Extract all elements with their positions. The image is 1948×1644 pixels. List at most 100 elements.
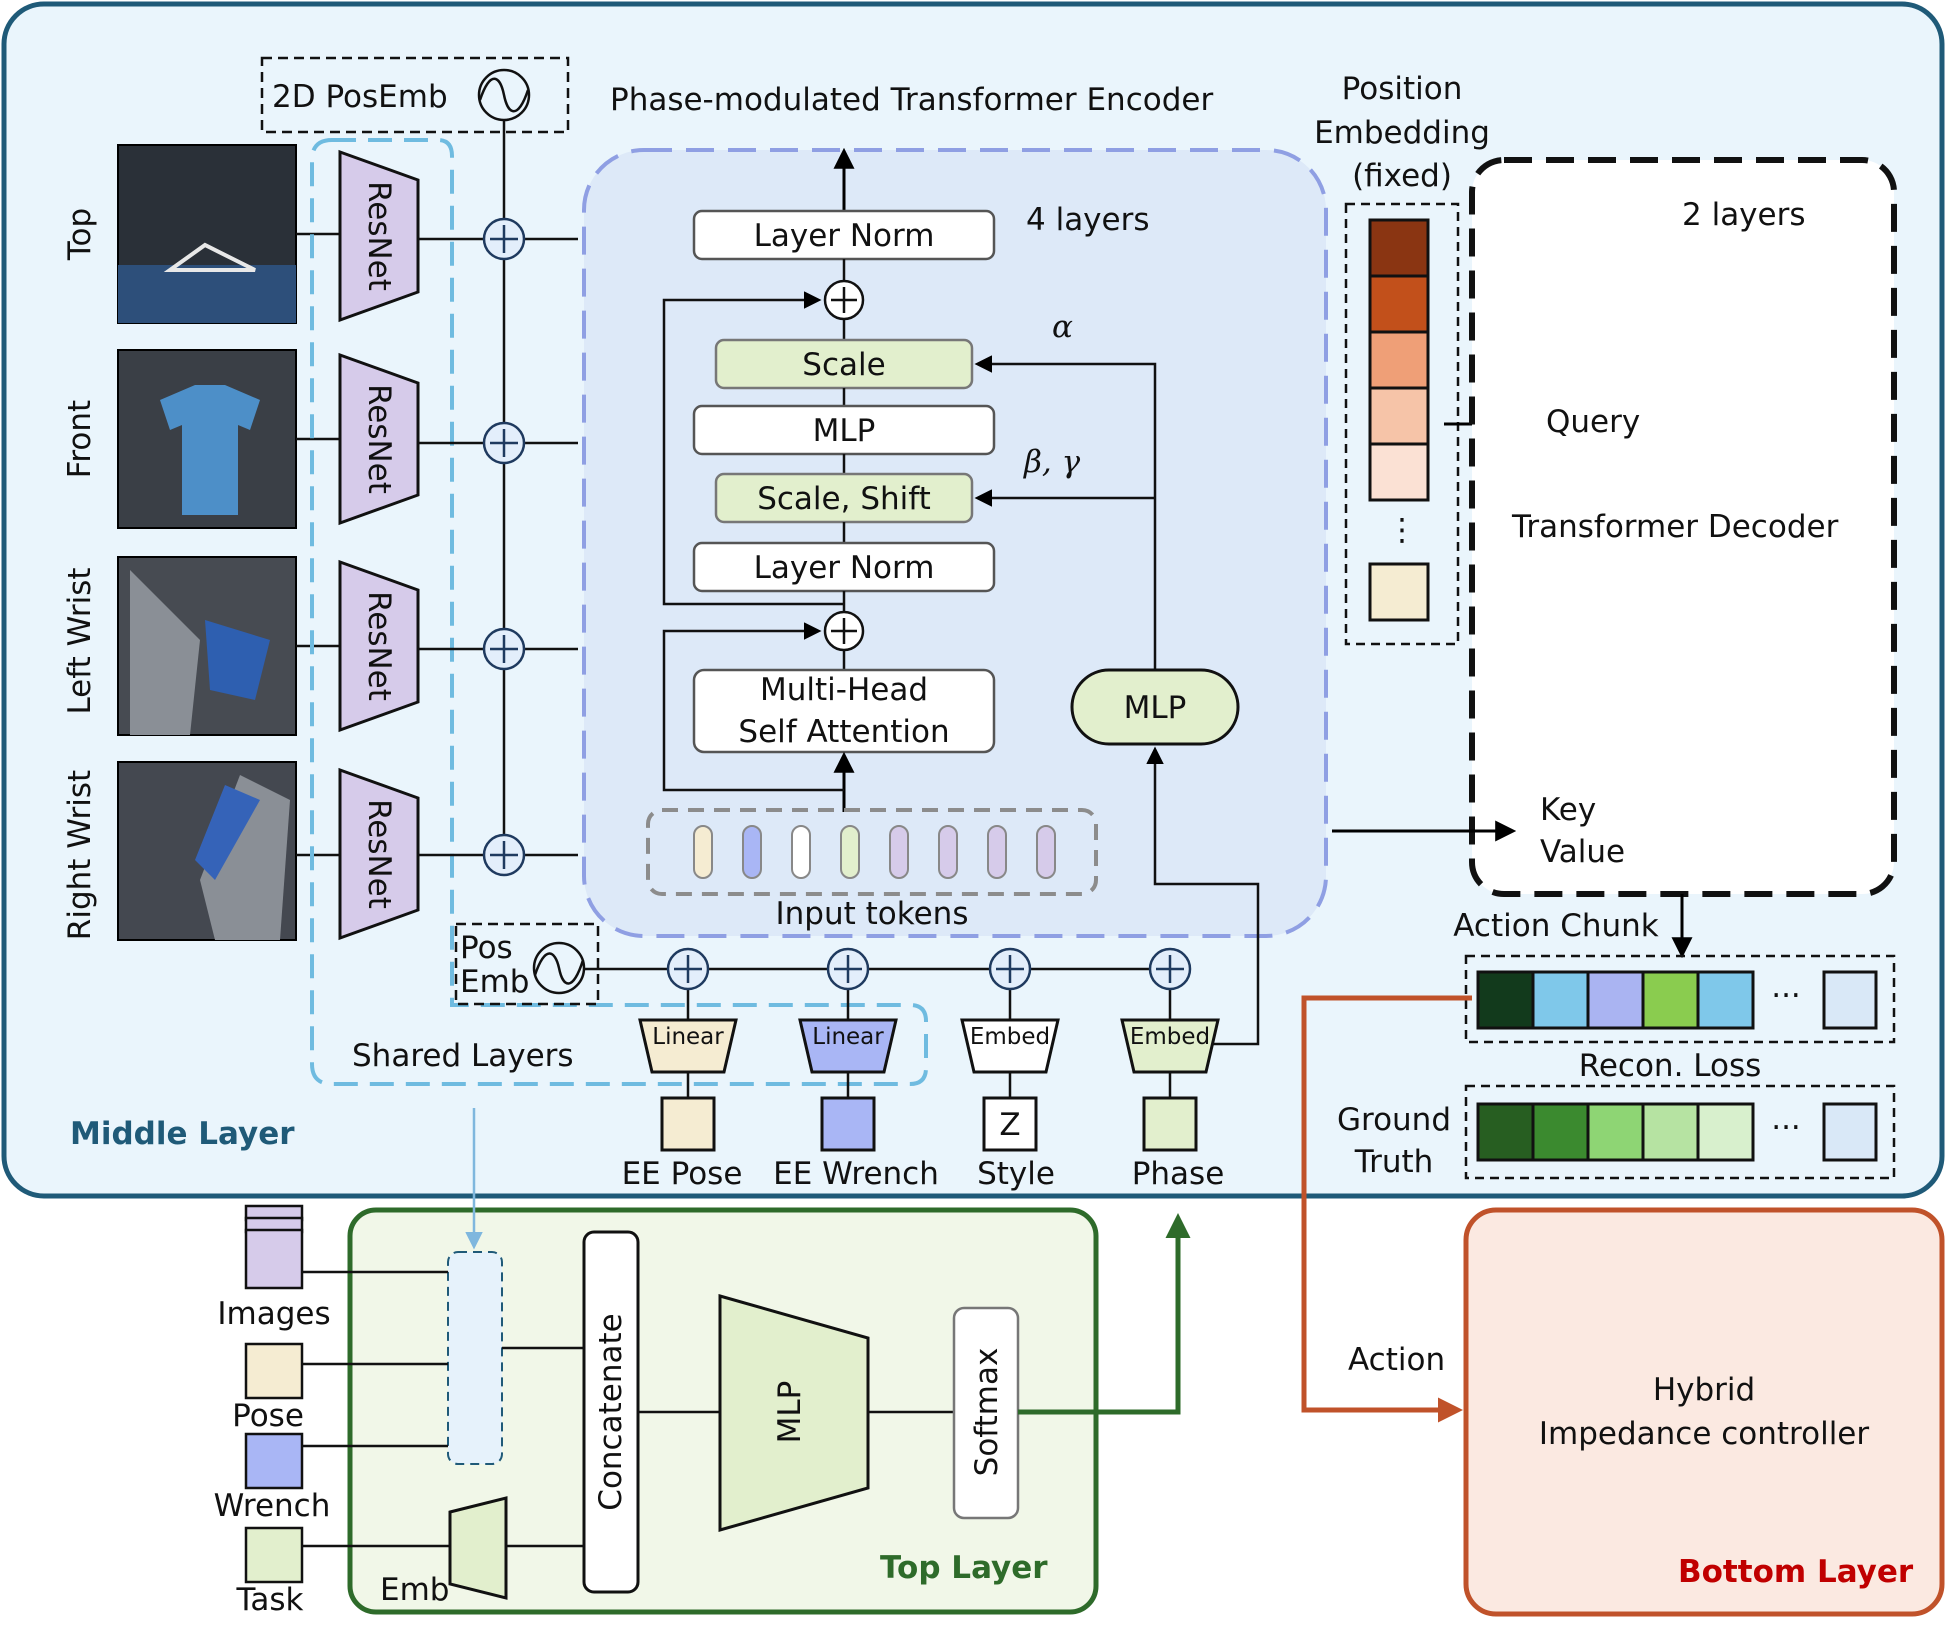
action-chunk-cell [1641,970,1700,1030]
alpha-label: α [1052,309,1073,345]
bottom-layer-title: Bottom Layer [1678,1554,1914,1590]
shared-layers-label: Shared Layers [352,1038,574,1074]
task-input-icon [244,1526,304,1584]
resnet-label-left-wrist: ResNet [361,591,397,701]
layer-norm-bottom-label: Layer Norm [754,550,935,586]
resnet-label-front: ResNet [361,384,397,494]
position-embedding-cell [1368,218,1430,278]
embed-style-label: Embed [970,1024,1050,1050]
mlp-label: MLP [813,413,876,449]
key-label: Key [1540,792,1596,828]
top-mlp-block [718,1294,870,1532]
shared-encoder-placeholder [447,1251,503,1465]
value-label: Value [1540,834,1625,870]
posemb-2d-label: 2D PosEmb [272,79,448,115]
pos-emb-label-line2: Emb [460,964,529,1000]
action-label: Action [1348,1342,1445,1378]
ground-truth-cell [1696,1102,1755,1162]
action-chunk-region [1464,954,1896,1044]
position-embedding-stack [1368,218,1430,502]
scale-shift-label: Scale, Shift [757,481,931,517]
resnet-blocks: ResNet ResNet ResNet ResNet [338,149,420,941]
middle-layer: Middle Layer Top Front Left Wrist Right … [1,1,1945,1199]
ee-pose-input-square [660,1096,716,1152]
mhsa-label-line1: Multi-Head [760,672,928,708]
position-embedding-last-cell [1368,562,1430,622]
concatenate-label: Concatenate [593,1313,629,1510]
image-to-resnet-lines [296,232,340,857]
action-chunk-cell [1696,970,1755,1030]
ground-truth-dots: ··· [1771,1110,1801,1146]
ground-truth-cell [1586,1102,1645,1162]
input-label-ee-wrench: EE Wrench [773,1156,939,1192]
resnet-block-front [338,352,420,526]
top-layer: Top Layer Images Pose Wrench Task [214,1108,1191,1618]
phase-mlp-label: MLP [1124,690,1187,726]
input-token [1036,825,1056,879]
linear-ee-wrench-block [798,1018,898,1074]
top-input-label-images: Images [217,1296,330,1332]
mhsa-label-line2: Self Attention [738,714,949,750]
embed-style-block [960,1018,1060,1074]
action-chunk-cells [1476,970,1755,1030]
right-cloth-shape [195,785,260,880]
phase-to-mlp-path [1146,746,1260,1046]
resnet-block-left-wrist [338,559,420,733]
left-cloth-shape [205,620,270,700]
left-gripper-shape [130,570,200,735]
ground-truth-cell [1476,1102,1535,1162]
phase-input-square [1142,1096,1198,1152]
sine-wave-curve [478,77,530,113]
style-z-label: Z [999,1107,1020,1143]
action-chunk-last-cell [1822,970,1878,1030]
softmax-label: Softmax [969,1348,1005,1477]
phase-output-arrow [1018,1213,1191,1415]
view-label-top: Top [62,208,98,261]
input-tokens-region [646,808,1098,896]
action-chunk-cell [1586,970,1645,1030]
position-embedding-cell [1368,330,1430,390]
action-chunk-dots: ··· [1771,978,1801,1014]
encoder-title: Phase-modulated Transformer Encoder [610,82,1213,118]
view-label-front: Front [62,400,98,478]
input-token [791,825,811,879]
resnet-block-right-wrist [338,767,420,941]
position-embedding-label-line3: (fixed) [1352,158,1452,194]
concatenate-box [582,1230,640,1594]
pos-emb-label-line1: Pos [460,930,513,966]
input-tokens-label: Input tokens [776,896,969,932]
task-emb-block [448,1496,508,1600]
position-embedding-cell [1368,274,1430,334]
position-embedding-cell [1368,442,1430,502]
position-embedding-label-line2: Embedding [1314,115,1490,151]
hanger-icon [163,242,256,272]
camera-views [117,144,297,941]
controller-label-line2: Impedance controller [1539,1416,1870,1452]
input-token [938,825,958,879]
ee-wrench-input-square [820,1096,876,1152]
resnet-label-right-wrist: ResNet [361,799,397,909]
ground-truth-region [1464,1084,1896,1180]
embed-phase-block [1120,1018,1220,1074]
ground-truth-cell [1641,1102,1700,1162]
shared-layers-region [310,138,928,1086]
resnet-label-top: ResNet [361,181,397,291]
view-label-right-wrist: Right Wrist [62,770,98,940]
pos-emb-sine-curve [533,952,585,985]
decoder-title: Transformer Decoder [1511,509,1839,545]
beta-gamma-label: β, γ [1023,444,1081,480]
position-embedding-ellipsis: ⋮ [1387,512,1418,548]
action-chunk-label: Action Chunk [1453,908,1659,944]
task-emb-label: Emb [380,1572,449,1608]
action-chunk-cell [1531,970,1590,1030]
ground-truth-cells [1476,1102,1755,1162]
action-chunk-cell [1476,970,1535,1030]
tshirt-icon [160,385,260,515]
controller-label-line1: Hybrid [1653,1372,1755,1408]
layer-norm-top-label: Layer Norm [754,218,935,254]
right-gripper-shape [200,775,290,940]
pose-input-icon [244,1342,304,1400]
image-posemb-adders [482,217,526,877]
input-label-phase: Phase [1132,1156,1225,1192]
